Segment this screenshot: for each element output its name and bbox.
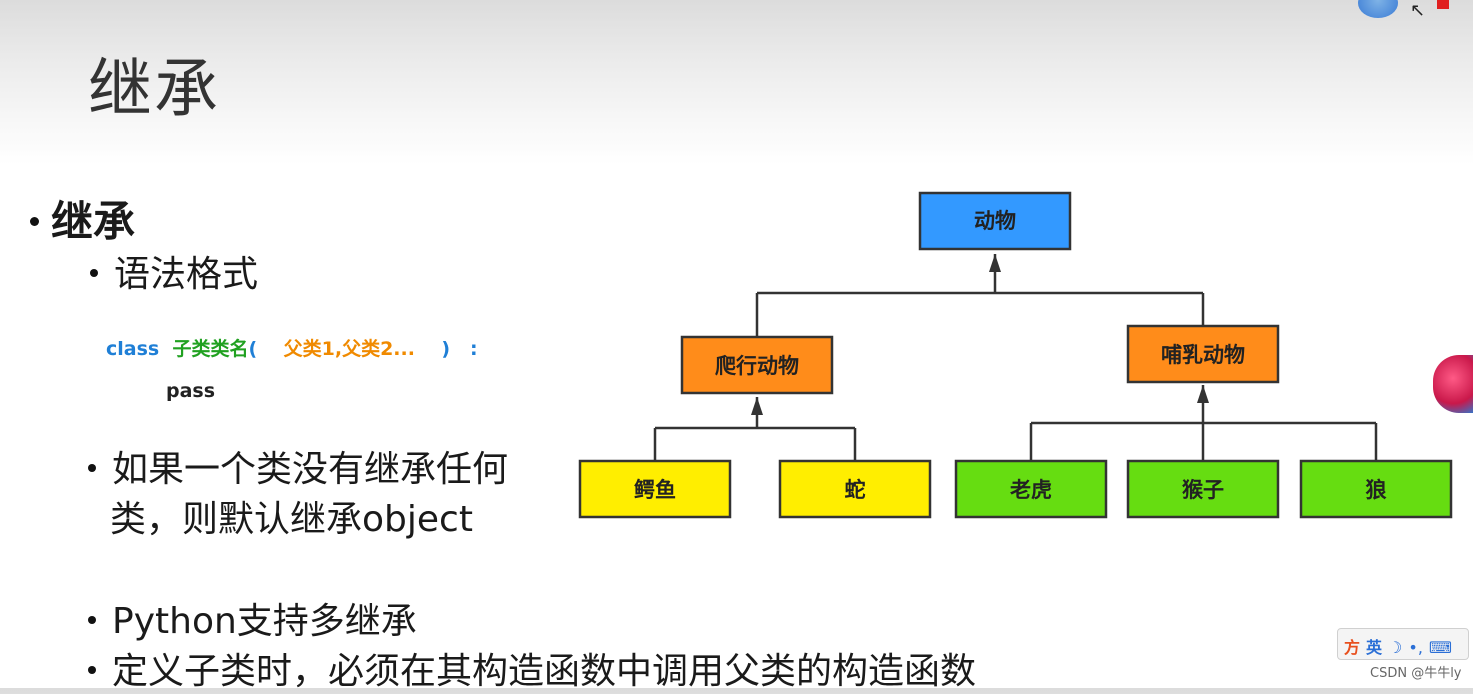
bullet-dot-icon bbox=[88, 666, 96, 674]
user-avatar[interactable] bbox=[1358, 0, 1398, 18]
code-pass-line: pass bbox=[166, 380, 216, 402]
ime-logo-icon[interactable]: 方 bbox=[1344, 638, 1361, 657]
node-wolf: 狼 bbox=[1299, 459, 1453, 519]
record-indicator-icon bbox=[1437, 0, 1449, 9]
node-root-label: 动物 bbox=[974, 209, 1016, 233]
bullet-inheritance: 继承 bbox=[30, 188, 135, 249]
node-mammal: 哺乳动物 bbox=[1126, 324, 1280, 384]
bullet-dot-icon bbox=[30, 217, 39, 226]
code-colon: : bbox=[469, 338, 478, 360]
keyboard-icon[interactable]: ⌨ bbox=[1428, 638, 1452, 657]
node-monkey: 猴子 bbox=[1126, 459, 1280, 519]
bullet-default-object-line2: 类，则默认继承object bbox=[110, 499, 473, 540]
node-snake-label: 蛇 bbox=[845, 478, 866, 502]
bullet-syntax-text: 语法格式 bbox=[114, 254, 259, 295]
node-wolf-label: 狼 bbox=[1366, 478, 1387, 502]
node-monkey-label: 猴子 bbox=[1182, 478, 1224, 502]
node-tiger: 老虎 bbox=[954, 459, 1108, 519]
bullet-multiple-inheritance: Python支持多继承 bbox=[88, 592, 417, 644]
bullet-default-object: 如果一个类没有继承任何 类，则默认继承object bbox=[88, 445, 558, 545]
node-reptile: 爬行动物 bbox=[680, 335, 834, 395]
bullet-dot-icon bbox=[88, 464, 96, 472]
punctuation-icon[interactable]: •, bbox=[1408, 638, 1423, 657]
language-toggle-button[interactable]: 英 bbox=[1366, 638, 1383, 657]
mouse-cursor-icon: ↖ bbox=[1410, 0, 1426, 21]
bullet-dot-icon bbox=[88, 616, 96, 624]
code-class-name: 子类类名 bbox=[172, 338, 249, 360]
node-mammal-label: 哺乳动物 bbox=[1161, 343, 1245, 367]
arrow-root-icon bbox=[989, 254, 1001, 272]
bullet-dot-icon bbox=[90, 269, 98, 277]
code-parent-list: 父类1,父类2... bbox=[283, 338, 415, 360]
node-reptile-label: 爬行动物 bbox=[715, 354, 799, 378]
bullet-syntax: 语法格式 bbox=[90, 245, 258, 297]
ime-toolbar[interactable]: 方英 ☽ •, ⌨ bbox=[1337, 628, 1469, 660]
floating-assistant-button[interactable] bbox=[1433, 355, 1473, 413]
bullet-multiple-inheritance-text: Python支持多继承 bbox=[112, 601, 417, 642]
code-open-paren: ( bbox=[248, 338, 258, 360]
code-close-paren: ) bbox=[441, 338, 451, 360]
node-tiger-label: 老虎 bbox=[1010, 478, 1052, 502]
slide-title: 继承 bbox=[88, 53, 220, 127]
bullet-constructor: 定义子类时，必须在其构造函数中调用父类的构造函数 bbox=[88, 642, 976, 694]
node-crocodile-label: 鳄鱼 bbox=[634, 478, 676, 502]
node-root: 动物 bbox=[918, 191, 1072, 251]
node-snake: 蛇 bbox=[778, 459, 932, 519]
arrow-reptile-icon bbox=[751, 397, 763, 415]
bullet-constructor-text: 定义子类时，必须在其构造函数中调用父类的构造函数 bbox=[112, 651, 977, 692]
bullet-inheritance-text: 继承 bbox=[51, 197, 136, 246]
bullet-default-object-line1: 如果一个类没有继承任何 bbox=[112, 449, 509, 490]
edge-root-to-mid bbox=[755, 254, 1205, 337]
code-class-line: class 子类类名( 父类1,父类2... ) : bbox=[106, 334, 478, 361]
node-crocodile: 鳄鱼 bbox=[578, 459, 732, 519]
inheritance-diagram: 动物 爬行动物 哺乳动物 鳄鱼 蛇 老虎 猴子 狼 bbox=[578, 191, 1453, 519]
arrow-mammal-icon bbox=[1197, 385, 1209, 403]
moon-icon[interactable]: ☽ bbox=[1388, 638, 1403, 657]
code-keyword: class bbox=[106, 338, 160, 360]
watermark: CSDN @牛牛ly bbox=[1370, 666, 1462, 681]
